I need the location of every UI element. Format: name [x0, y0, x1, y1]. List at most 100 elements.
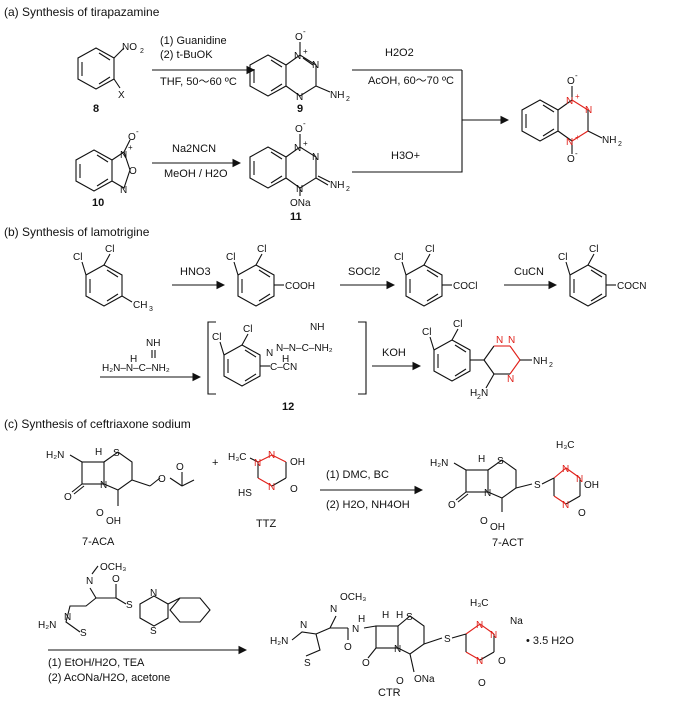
svg-text:H₂N: H₂N [38, 620, 56, 631]
svg-text:+: + [303, 47, 308, 56]
svg-text:N: N [300, 620, 307, 631]
svg-text:NH: NH [330, 90, 344, 101]
svg-text:NH: NH [146, 338, 160, 349]
svg-text:Cl: Cl [453, 319, 462, 330]
aminoguanidine-structure: NH H₂N–N–C–NH₂ H [102, 338, 170, 374]
svg-text:X: X [118, 90, 125, 101]
label-compound-10: 10 [92, 197, 104, 209]
svg-text:N: N [507, 374, 514, 385]
reagent-c1-line1: (1) DMC, BC [326, 469, 389, 481]
svg-text:ONa: ONa [290, 198, 311, 209]
acid-chloride-structure: Cl Cl COCl [394, 244, 477, 307]
label-compound-12: 12 [282, 401, 294, 413]
svg-text:N: N [566, 96, 573, 107]
label-ctr: CTR [378, 687, 401, 699]
reagent-a2-line1: H2O2 [385, 47, 414, 59]
section-a-title: (a) Synthesis of tirapazamine [4, 5, 160, 19]
svg-text:O: O [362, 658, 370, 669]
svg-text:S: S [444, 634, 451, 645]
svg-text:O: O [112, 574, 120, 585]
reagent-c2-line2: (2) AcONa/H2O, acetone [48, 672, 170, 684]
svg-text:N: N [294, 51, 301, 62]
svg-text:H: H [282, 354, 289, 365]
svg-text:O: O [158, 474, 166, 485]
svg-text:NH: NH [602, 135, 616, 146]
svg-text:N: N [576, 474, 583, 485]
svg-text:-: - [575, 71, 578, 80]
svg-text:H₂N: H₂N [46, 450, 64, 461]
compound-10-structure: N+ O- O N [75, 127, 139, 196]
svg-text:O: O [290, 484, 298, 495]
svg-text:+: + [575, 92, 580, 101]
reagent-a1-line2: (2) t-BuOK [160, 49, 213, 61]
svg-text:COOH: COOH [285, 281, 315, 292]
svg-text:S: S [534, 480, 541, 491]
svg-text:S: S [497, 456, 504, 467]
svg-text:O: O [578, 508, 586, 519]
svg-text:H₃C: H₃C [228, 452, 247, 463]
reagent-b4: KOH [382, 347, 406, 359]
svg-text:N: N [476, 656, 483, 667]
reagent-a1-line3: THF, 50～60 ºC [160, 76, 237, 88]
svg-text:O: O [567, 154, 575, 165]
svg-text:O: O [129, 166, 137, 177]
reagent-c2-line1: (1) EtOH/H2O, TEA [48, 657, 145, 669]
ceftriaxone-structure: H₂N N S N OCH₃ O N H H H O S N O ONa S N… [270, 592, 523, 689]
svg-text:C–CN: C–CN [270, 362, 297, 373]
svg-text:N: N [294, 143, 301, 154]
svg-text:O: O [567, 76, 575, 87]
svg-text:+: + [575, 133, 580, 142]
svg-text:H₃C: H₃C [556, 440, 575, 451]
label-compound-8: 8 [93, 103, 99, 115]
svg-text:O: O [96, 508, 104, 519]
svg-text:Cl: Cl [425, 244, 434, 255]
svg-text:N: N [266, 348, 273, 359]
svg-text:Na: Na [510, 616, 523, 627]
svg-text:+: + [128, 143, 133, 152]
svg-text:O: O [478, 678, 486, 689]
svg-text:OH: OH [106, 516, 121, 527]
svg-text:2: 2 [549, 362, 553, 369]
svg-text:O: O [295, 32, 303, 43]
svg-text:O: O [498, 656, 506, 667]
svg-text:S: S [80, 628, 87, 639]
svg-text:NH: NH [533, 356, 547, 367]
svg-text:N: N [490, 630, 497, 641]
svg-text:S: S [126, 600, 133, 611]
reagent-b2: SOCl2 [348, 266, 380, 278]
reagent-b1: HNO3 [180, 266, 211, 278]
svg-text:O: O [128, 132, 136, 143]
svg-text:Cl: Cl [212, 332, 221, 343]
svg-text:OCH₃: OCH₃ [100, 562, 126, 573]
svg-text:COCl: COCl [453, 281, 477, 292]
svg-text:Cl: Cl [105, 244, 114, 255]
svg-text:N: N [120, 150, 127, 161]
svg-text:N: N [481, 388, 488, 399]
svg-text:N: N [296, 92, 303, 103]
svg-text:OCH₃: OCH₃ [340, 592, 366, 603]
svg-text:H₂N: H₂N [430, 458, 448, 469]
reagent-a1-line1: (1) Guanidine [160, 35, 227, 47]
svg-text:2: 2 [140, 48, 144, 55]
svg-text:S: S [113, 448, 120, 459]
reagent-a3-line1: Na2NCN [172, 143, 216, 155]
svg-text:-: - [136, 127, 139, 136]
svg-text:N: N [64, 612, 71, 623]
svg-text:HS: HS [238, 488, 252, 499]
svg-text:OH: OH [584, 480, 599, 491]
acyl-cyanide-structure: Cl Cl COCN [558, 244, 646, 307]
svg-text:N: N [496, 335, 503, 346]
svg-text:H₃C: H₃C [470, 598, 489, 609]
arrow-a4 [352, 70, 463, 173]
svg-text:Cl: Cl [558, 252, 567, 263]
seven-aca-structure: H₂N O H S N O OH O O [46, 447, 195, 527]
svg-text:S: S [406, 612, 413, 623]
svg-text:2: 2 [618, 141, 622, 148]
svg-text:O: O [176, 462, 184, 473]
svg-text:N: N [508, 335, 515, 346]
svg-text:NH: NH [310, 322, 324, 333]
svg-text:Cl: Cl [243, 324, 252, 335]
svg-text:H: H [130, 354, 137, 365]
